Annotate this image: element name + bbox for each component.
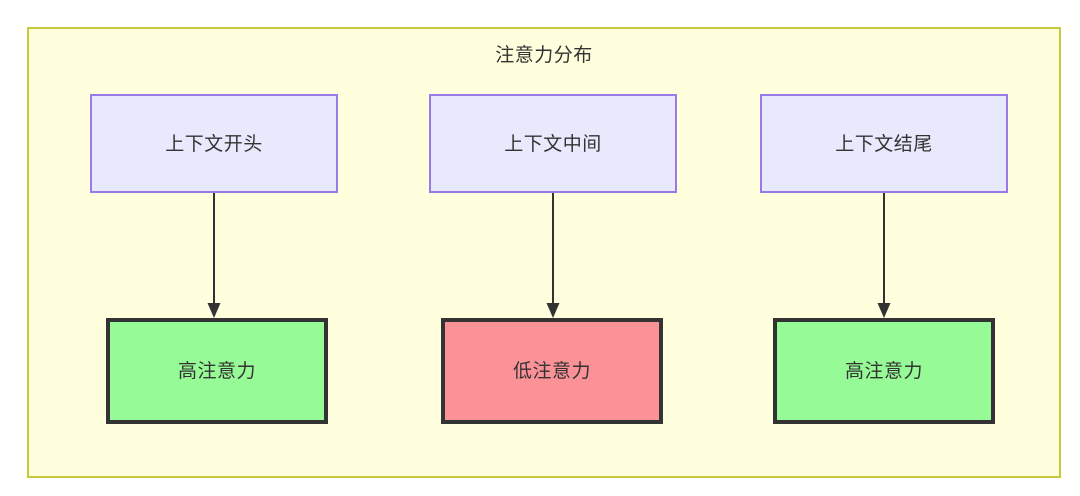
node-label: 低注意力 [512, 360, 591, 382]
edge-context-end-to-attention [876, 193, 892, 319]
node-attention-high-end[interactable]: 高注意力 [773, 318, 995, 424]
node-label: 上下文开头 [165, 132, 263, 155]
node-context-end[interactable]: 上下文结尾 [760, 94, 1008, 193]
node-label: 高注意力 [844, 360, 923, 382]
edge-context-middle-to-attention [545, 193, 561, 319]
node-context-middle[interactable]: 上下文中间 [429, 94, 677, 193]
node-label: 上下文结尾 [835, 132, 933, 155]
node-attention-high-start[interactable]: 高注意力 [106, 318, 328, 424]
node-label: 上下文中间 [504, 132, 602, 155]
edge-context-start-to-attention [206, 193, 222, 319]
diagram-container: 注意力分布 上下文开头 上下文中间 上下文结尾 [27, 27, 1061, 478]
node-context-start[interactable]: 上下文开头 [90, 94, 338, 193]
node-attention-low-middle[interactable]: 低注意力 [441, 318, 663, 424]
diagram-title: 注意力分布 [495, 44, 593, 66]
node-label: 高注意力 [177, 360, 256, 382]
